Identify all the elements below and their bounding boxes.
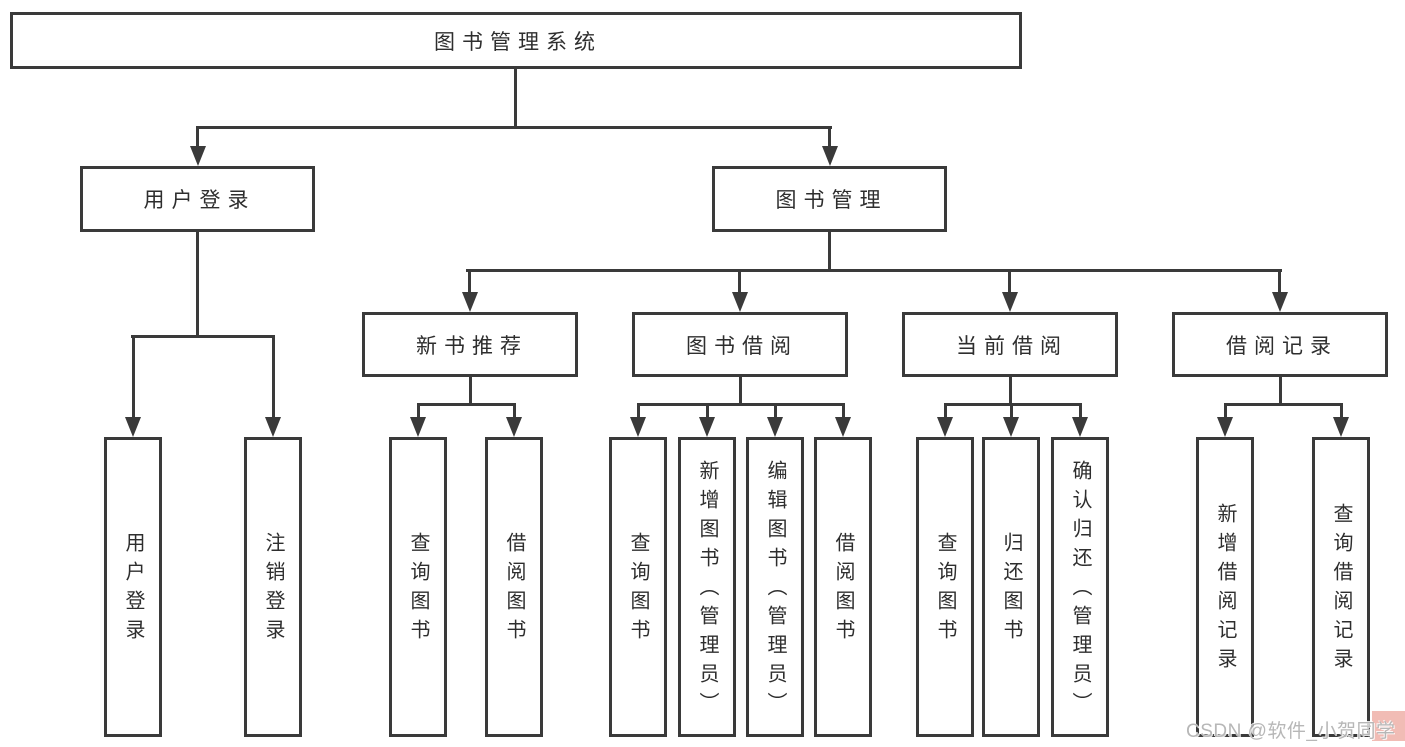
connector-drop-leaf xyxy=(417,403,420,419)
connector-level1-horizontal xyxy=(196,126,832,129)
connector-user-login-stem xyxy=(196,232,199,338)
arrow-down-icon xyxy=(767,417,783,437)
arrow-down-icon xyxy=(1217,417,1233,437)
connector-drop-book-borrow xyxy=(738,269,741,296)
connector-drop-book-mgmt xyxy=(828,126,831,150)
connector-drop-new-book xyxy=(468,269,471,296)
arrow-down-icon xyxy=(1333,417,1349,437)
node-new-book-recommend: 新书推荐 xyxy=(362,312,578,377)
node-book-management: 图书管理 xyxy=(712,166,947,232)
leaf-user-login: 用户登录 xyxy=(104,437,162,737)
arrow-down-icon xyxy=(1272,292,1288,312)
connector-level3-horizontal xyxy=(466,269,1282,272)
leaf-borrow-book: 借阅图书 xyxy=(814,437,872,737)
connector-current-borrow-horizontal xyxy=(944,403,1082,406)
leaf-query-borrow-record: 查询借阅记录 xyxy=(1312,437,1370,737)
arrow-down-icon xyxy=(937,417,953,437)
connector-drop-leaf-user-login xyxy=(132,335,135,419)
node-book-borrow: 图书借阅 xyxy=(632,312,848,377)
arrow-down-icon xyxy=(410,417,426,437)
arrow-down-icon xyxy=(1003,417,1019,437)
arrow-down-icon xyxy=(1002,292,1018,312)
connector-drop-leaf xyxy=(706,403,709,419)
connector-drop-leaf xyxy=(1079,403,1082,419)
leaf-logout-login: 注销登录 xyxy=(244,437,302,737)
leaf-query-book-borrow: 查询图书 xyxy=(609,437,667,737)
connector-drop-leaf xyxy=(944,403,947,419)
connector-borrow-records-stem xyxy=(1279,377,1282,406)
arrow-down-icon xyxy=(835,417,851,437)
connector-borrow-records-horizontal xyxy=(1224,403,1343,406)
connector-drop-leaf xyxy=(1340,403,1343,419)
connector-new-book-horizontal xyxy=(417,403,516,406)
node-current-borrow: 当前借阅 xyxy=(902,312,1118,377)
leaf-query-book-recommend: 查询图书 xyxy=(389,437,447,737)
arrow-down-icon xyxy=(699,417,715,437)
connector-current-borrow-stem xyxy=(1009,377,1012,406)
node-root-library-system: 图书管理系统 xyxy=(10,12,1022,69)
leaf-return-book: 归还图书 xyxy=(982,437,1040,737)
connector-new-book-stem xyxy=(469,377,472,406)
leaf-confirm-return-admin: 确认归还（管理员） xyxy=(1051,437,1109,737)
connector-book-mgmt-stem xyxy=(828,232,831,272)
connector-drop-current-borrow xyxy=(1008,269,1011,296)
leaf-add-borrow-record: 新增借阅记录 xyxy=(1196,437,1254,737)
connector-book-borrow-horizontal xyxy=(637,403,845,406)
node-borrow-records: 借阅记录 xyxy=(1172,312,1388,377)
connector-drop-leaf xyxy=(774,403,777,419)
connector-drop-leaf-logout xyxy=(272,335,275,419)
leaf-add-book-admin: 新增图书（管理员） xyxy=(678,437,736,737)
arrow-down-icon xyxy=(506,417,522,437)
connector-drop-leaf xyxy=(1224,403,1227,419)
watermark-text: CSDN @软件_小贺同学 xyxy=(1186,721,1396,742)
connector-book-borrow-stem xyxy=(739,377,742,406)
watermark-highlight xyxy=(1372,711,1405,741)
connector-drop-user-login xyxy=(196,126,199,150)
arrow-down-icon xyxy=(125,417,141,437)
connector-root-stem xyxy=(514,69,517,129)
connector-user-login-horizontal xyxy=(131,335,275,338)
arrow-down-icon xyxy=(630,417,646,437)
connector-drop-leaf xyxy=(1010,403,1013,419)
node-user-login: 用户登录 xyxy=(80,166,315,232)
arrow-down-icon xyxy=(732,292,748,312)
arrow-down-icon xyxy=(822,146,838,166)
arrow-down-icon xyxy=(190,146,206,166)
arrow-down-icon xyxy=(462,292,478,312)
connector-drop-leaf xyxy=(637,403,640,419)
connector-drop-leaf xyxy=(842,403,845,419)
connector-drop-borrow-records xyxy=(1278,269,1281,296)
arrow-down-icon xyxy=(265,417,281,437)
connector-drop-leaf xyxy=(513,403,516,419)
leaf-query-book-current: 查询图书 xyxy=(916,437,974,737)
arrow-down-icon xyxy=(1072,417,1088,437)
leaf-borrow-book-recommend: 借阅图书 xyxy=(485,437,543,737)
leaf-edit-book-admin: 编辑图书（管理员） xyxy=(746,437,804,737)
